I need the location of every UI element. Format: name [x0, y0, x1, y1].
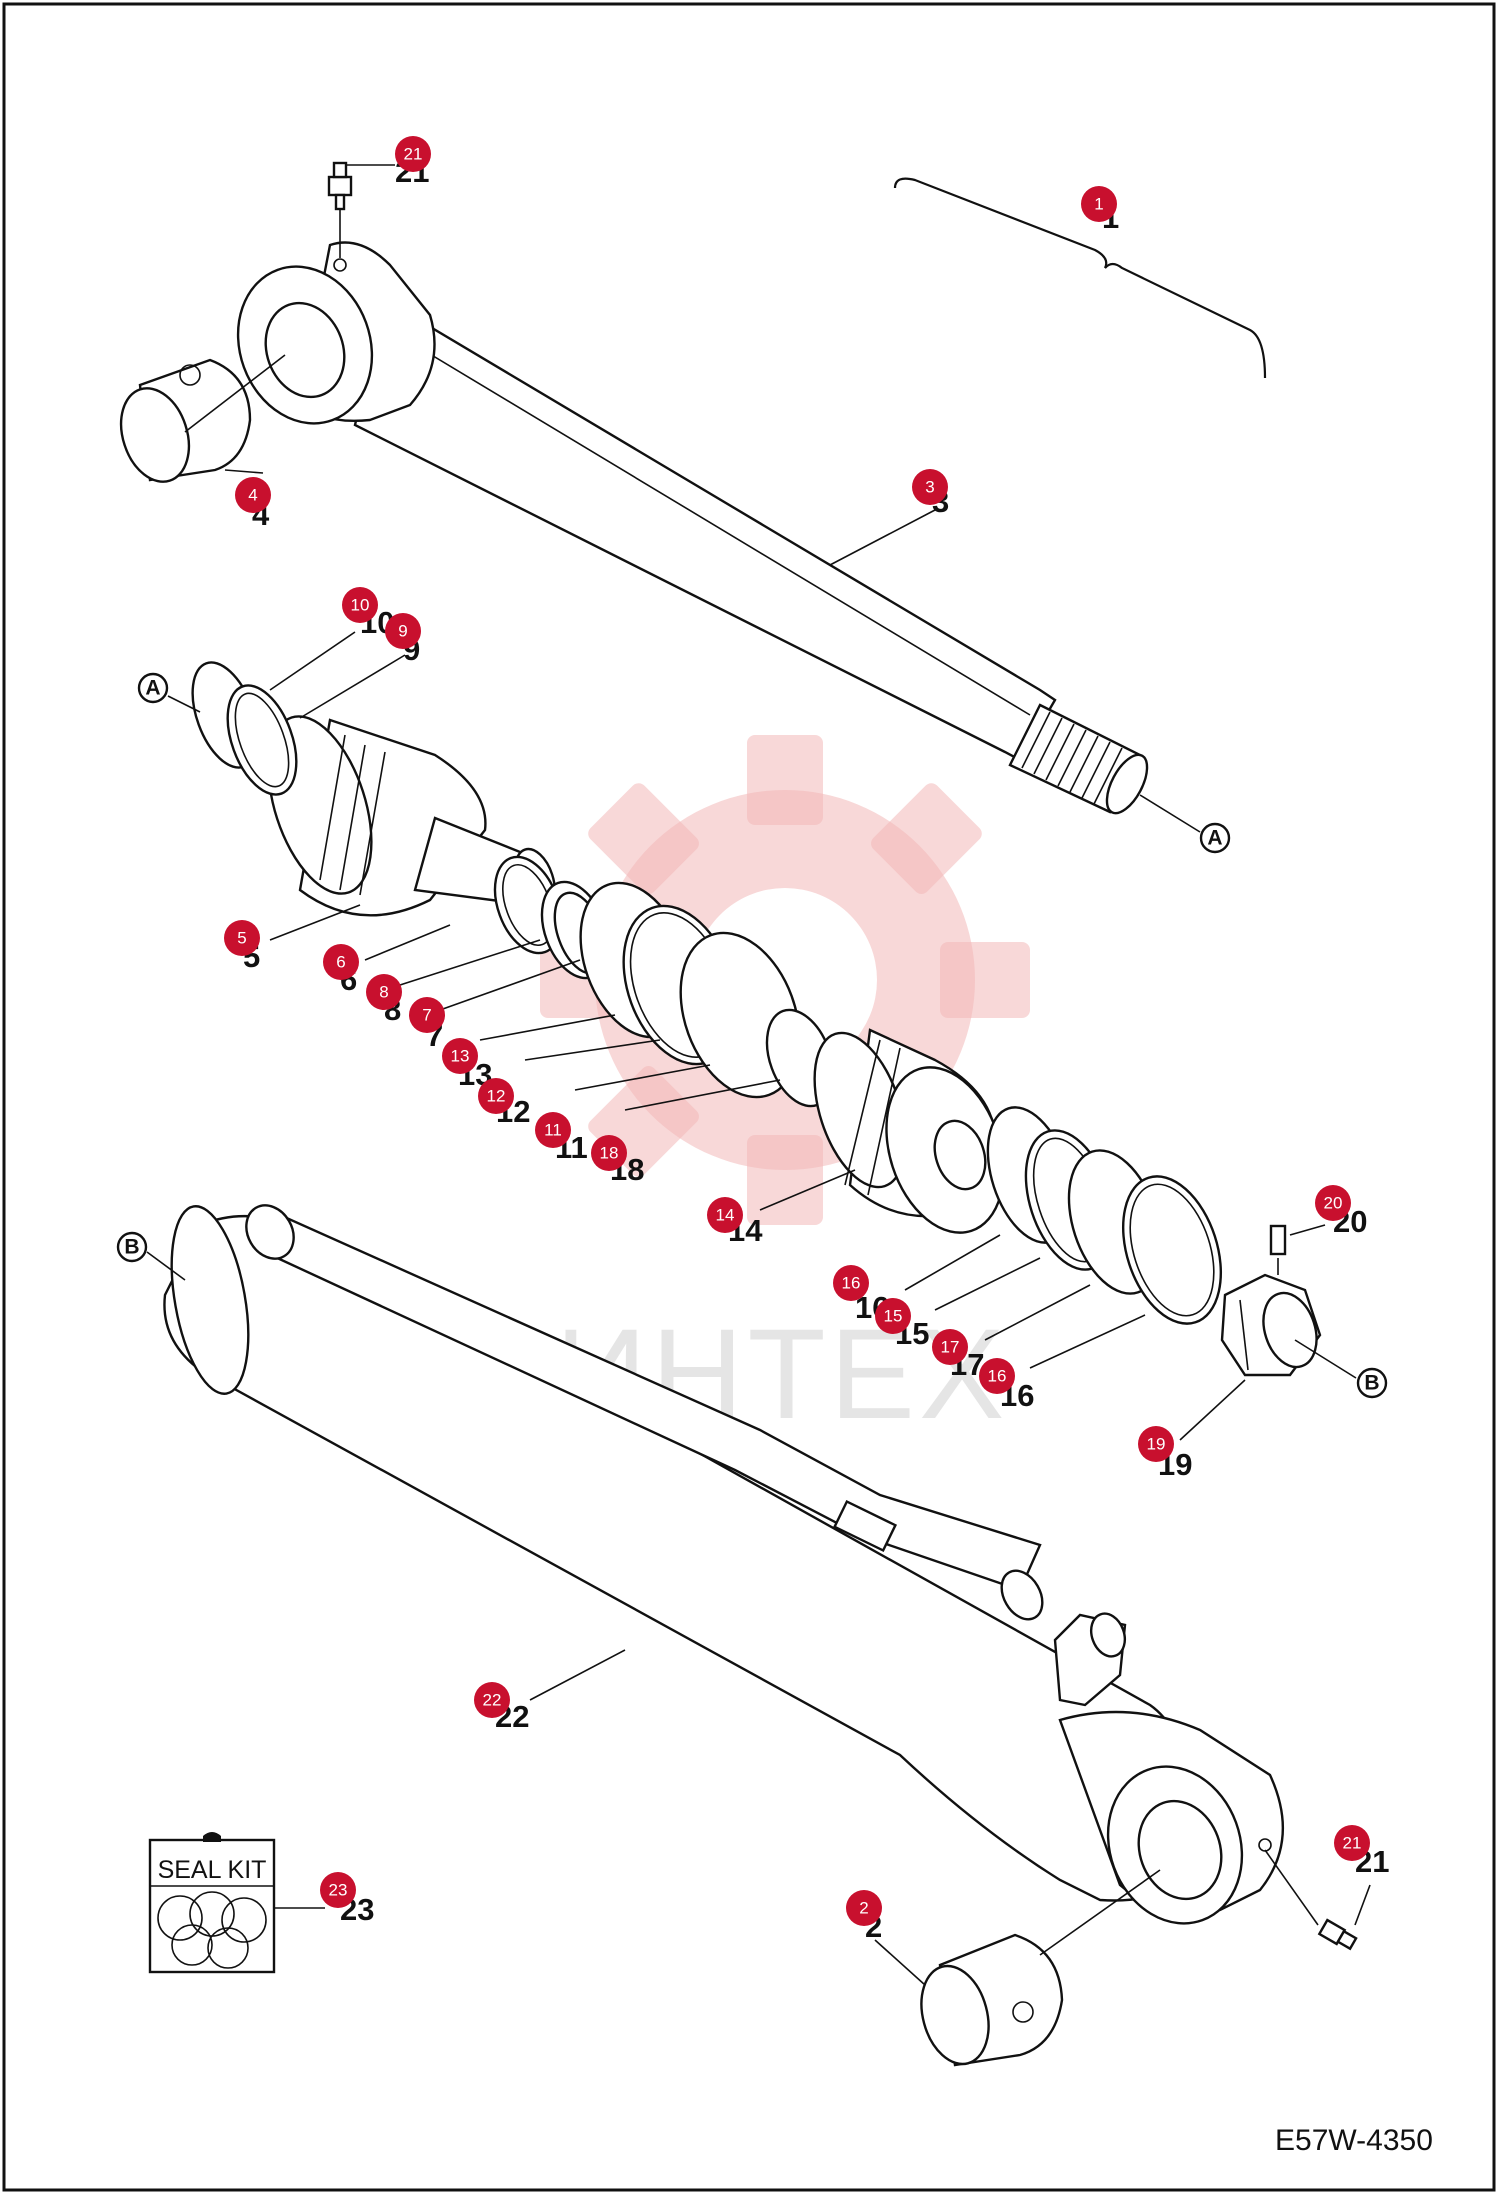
callout-part-16-b: 16 16: [979, 1358, 1034, 1413]
svg-text:12: 12: [487, 1087, 506, 1106]
svg-text:B: B: [124, 1236, 139, 1259]
svg-text:2: 2: [859, 1899, 868, 1918]
callout-part-6: 6 6: [323, 944, 359, 997]
svg-text:23: 23: [329, 1881, 348, 1900]
drawing-code: E57W-4350: [1275, 2124, 1433, 2157]
svg-text:4: 4: [248, 486, 257, 505]
callout-part-16-a: 16 16: [833, 1265, 889, 1325]
callout-part-21-top: 21 21: [395, 136, 431, 189]
svg-text:18: 18: [600, 1144, 619, 1163]
callout-part-14: 14 14: [707, 1197, 763, 1248]
svg-text:10: 10: [351, 596, 370, 615]
callout-part-12: 12 12: [478, 1078, 530, 1129]
bushing-top: [119, 354, 286, 483]
svg-text:1: 1: [1094, 195, 1103, 214]
kit-handle-icon: [203, 1832, 221, 1842]
callout-part-11: 11 11: [535, 1112, 588, 1165]
svg-text:7: 7: [422, 1006, 431, 1025]
piston: [813, 1028, 1005, 1234]
svg-text:3: 3: [925, 478, 934, 497]
callout-part-5: 5 5: [224, 920, 260, 974]
svg-text:14: 14: [716, 1206, 735, 1225]
ref-marker-a-right: A: [1199, 822, 1231, 854]
svg-text:9: 9: [398, 622, 407, 641]
callout-part-22: 22 22: [474, 1682, 529, 1734]
callout-part-1: 1 1: [1081, 186, 1119, 235]
callout-part-4: 4 4: [235, 477, 271, 532]
o-rings-icon: [157, 1891, 267, 1969]
callout-part-21-bottom: 21 21: [1334, 1825, 1389, 1879]
callout-part-17: 17 17: [932, 1329, 984, 1382]
lock-nut: [1220, 1273, 1322, 1377]
bushing-bottom: [920, 1869, 1161, 2067]
svg-text:20: 20: [1324, 1194, 1343, 1213]
seal-rings-group-2: [986, 1106, 1223, 1325]
svg-text:16: 16: [988, 1367, 1007, 1386]
svg-text:16: 16: [842, 1274, 861, 1293]
callout-part-2: 2 2: [846, 1890, 882, 1944]
svg-text:17: 17: [941, 1338, 960, 1357]
svg-text:A: A: [145, 677, 160, 700]
seal-kit-box: SEAL KIT: [148, 1832, 276, 1974]
leader-lines: [224, 164, 1371, 1986]
backup-ring-9: [226, 684, 298, 796]
ref-marker-b-left: B: [116, 1231, 148, 1263]
callout-part-10: 10 10: [342, 587, 394, 640]
callout-part-15: 15 15: [875, 1298, 929, 1351]
svg-text:21: 21: [1343, 1834, 1362, 1853]
set-screw-icon: [1269, 1224, 1287, 1275]
callout-part-19: 19 19: [1138, 1426, 1192, 1482]
svg-text:8: 8: [379, 983, 388, 1002]
callout-part-20: 20 20: [1315, 1185, 1367, 1239]
ref-marker-b-right: B: [1356, 1367, 1388, 1399]
callout-part-18: 18 18: [591, 1135, 644, 1187]
svg-text:15: 15: [884, 1307, 903, 1326]
svg-text:19: 19: [1147, 1435, 1166, 1454]
svg-text:22: 22: [483, 1691, 502, 1710]
svg-text:21: 21: [404, 145, 423, 164]
grease-fitting-top-icon: [327, 161, 353, 258]
callout-part-3: 3 3: [912, 469, 949, 519]
piston-rod: [236, 241, 1149, 815]
rod-thread: [1008, 703, 1149, 815]
callout-part-8: 8 8: [366, 974, 402, 1027]
svg-text:11: 11: [544, 1121, 562, 1140]
cylinder-tube: [163, 1204, 1285, 1925]
grease-fitting-bottom-icon: [1264, 1849, 1358, 1951]
svg-text:A: A: [1207, 827, 1222, 850]
svg-text:5: 5: [237, 929, 246, 948]
svg-text:B: B: [1364, 1372, 1379, 1395]
seal-kit-label: SEAL KIT: [158, 1856, 267, 1884]
svg-text:6: 6: [336, 953, 345, 972]
callout-part-7: 7 7: [409, 997, 445, 1053]
callout-part-9: 9 9: [385, 613, 421, 667]
assembly-bracket: [893, 177, 1267, 379]
callout-part-23: 23 23: [320, 1872, 374, 1927]
ref-marker-a-left: A: [137, 672, 169, 704]
svg-text:13: 13: [451, 1047, 470, 1066]
